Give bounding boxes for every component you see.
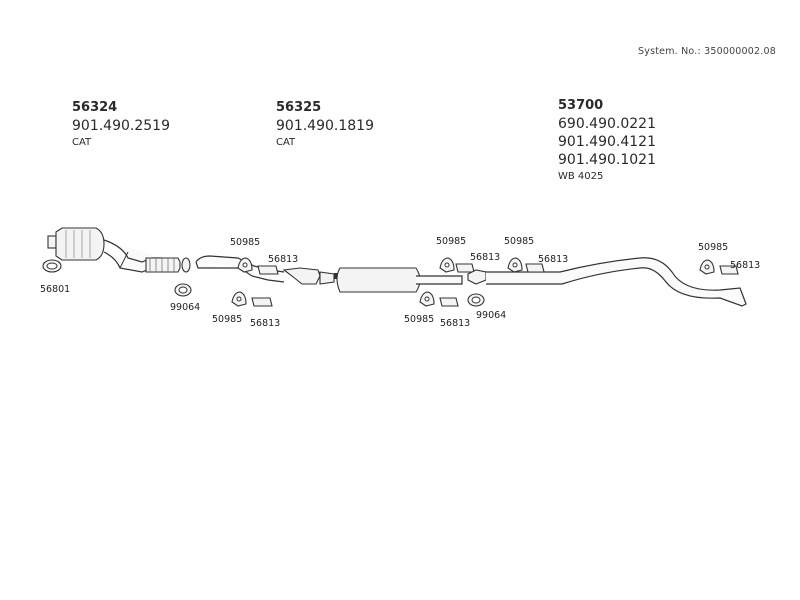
label-99064-left: 99064 xyxy=(170,302,200,313)
part-group-56324: 56324 901.490.2519 CAT xyxy=(72,100,170,151)
bracket-icon xyxy=(455,263,475,273)
label-50985-a: 50985 xyxy=(230,237,260,248)
label-50985-e: 50985 xyxy=(504,236,534,247)
part-number: 690.490.0221 xyxy=(558,116,656,132)
part-group-53700: 53700 690.490.0221 901.490.4121 901.490.… xyxy=(558,98,656,185)
hanger-icon xyxy=(419,291,435,307)
label-56813-a: 56813 xyxy=(268,254,298,265)
label-50985-c: 50985 xyxy=(436,236,466,247)
label-56813-f: 56813 xyxy=(730,260,760,271)
catalytic-converter-front-icon xyxy=(47,227,163,273)
hanger-icon xyxy=(439,257,455,273)
middle-silencer-icon xyxy=(334,267,463,293)
system-number: System. No.: 350000002.08 xyxy=(638,46,776,57)
clamp-99064-right-icon xyxy=(467,293,485,307)
bracket-icon xyxy=(525,263,545,273)
label-99064-right: 99064 xyxy=(476,310,506,321)
part-number: 901.490.2519 xyxy=(72,118,170,134)
hanger-icon xyxy=(231,291,247,307)
hanger-icon xyxy=(237,257,253,273)
front-pipe-icon xyxy=(145,257,191,273)
label-56813-d: 56813 xyxy=(440,318,470,329)
label-50985-f: 50985 xyxy=(698,242,728,253)
group-note: CAT xyxy=(276,137,296,148)
label-56813-e: 56813 xyxy=(538,254,568,265)
front-clamp-icon xyxy=(42,259,62,273)
group-note: CAT xyxy=(72,137,92,148)
clamp-99064-left-icon xyxy=(174,283,192,297)
part-group-56325: 56325 901.490.1819 CAT xyxy=(276,100,374,151)
bracket-icon xyxy=(257,265,279,275)
group-note: WB 4025 xyxy=(558,171,604,182)
label-56813-b: 56813 xyxy=(250,318,280,329)
hanger-icon xyxy=(507,257,523,273)
bracket-icon xyxy=(439,297,459,307)
label-50985-d: 50985 xyxy=(404,314,434,325)
part-number: 901.490.1021 xyxy=(558,152,656,168)
bracket-icon xyxy=(251,297,273,307)
label-50985-b: 50985 xyxy=(212,314,242,325)
label-56813-c: 56813 xyxy=(470,252,500,263)
group-head: 56324 xyxy=(72,100,118,115)
hanger-icon xyxy=(699,259,715,275)
rear-pipe-icon xyxy=(467,257,747,307)
part-number: 901.490.4121 xyxy=(558,134,656,150)
label-56801: 56801 xyxy=(40,284,70,295)
part-number: 901.490.1819 xyxy=(276,118,374,134)
bracket-icon xyxy=(719,265,739,275)
group-head: 53700 xyxy=(558,98,604,113)
group-head: 56325 xyxy=(276,100,322,115)
